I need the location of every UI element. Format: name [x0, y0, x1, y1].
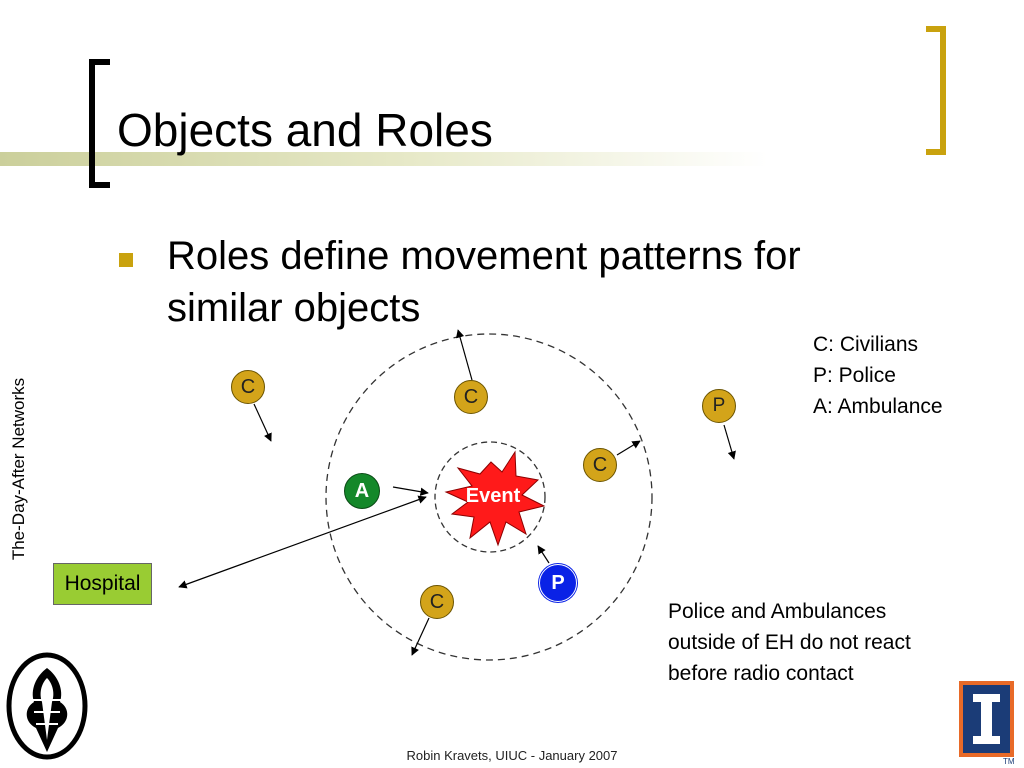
- note-text: Police and Ambulances outside of EH do n…: [668, 596, 988, 689]
- note-line-2: outside of EH do not react: [668, 631, 911, 654]
- arrow-civ4-down: [411, 617, 430, 656]
- footer-credit: Robin Kravets, UIUC - January 2007: [406, 748, 618, 763]
- arrow-ambulance-to-event: [392, 486, 429, 496]
- bullet-square-icon: [119, 253, 133, 267]
- event-label: Event: [465, 485, 521, 507]
- civilian-node-1: C: [231, 370, 265, 404]
- legend-line-civilians: C: Civilians: [813, 333, 919, 356]
- arrow-civ2-up: [455, 329, 473, 381]
- legend-line-ambulance: A: Ambulance: [813, 395, 943, 418]
- police-node-inside: P: [539, 564, 577, 602]
- slide-title: Objects and Roles: [117, 104, 493, 156]
- note-line-1: Police and Ambulances: [668, 600, 887, 623]
- bullet-text: Roles define movement patterns for simil…: [167, 234, 801, 330]
- hospital-label: Hospital: [64, 572, 141, 595]
- illinois-i-logo-icon: TM: [959, 681, 1015, 766]
- civilian-node-4: C: [420, 585, 454, 619]
- side-vertical-label: The-Day-After Networks: [4, 363, 34, 575]
- civilian-node-3: C: [583, 448, 617, 482]
- arrow-civ1-down: [253, 403, 272, 442]
- svg-text:TM: TM: [1003, 757, 1015, 766]
- arrow-police-out-down: [723, 424, 736, 460]
- police-node-outside: P: [702, 389, 736, 423]
- event-burst-icon: [444, 450, 546, 547]
- title-right-bracket-icon: [926, 26, 946, 155]
- ambulance-node: A: [344, 473, 380, 509]
- arrow-police-in-to-event: [537, 545, 550, 564]
- arrow-event-to-hospital: [178, 495, 427, 589]
- arrow-civ3-right: [616, 440, 641, 456]
- title-left-bracket: [89, 59, 110, 188]
- legend-line-police: P: Police: [813, 364, 896, 387]
- phoenix-emblem-icon: [6, 652, 88, 760]
- legend: C: Civilians P: Police A: Ambulance: [813, 329, 943, 422]
- civilian-node-2: C: [454, 380, 488, 414]
- inner-dashed-circle: [434, 441, 546, 553]
- note-line-3: before radio contact: [668, 662, 854, 685]
- outer-dashed-circle: [325, 333, 653, 661]
- title-underline-band: [0, 152, 1024, 166]
- hospital-box: Hospital: [53, 563, 152, 605]
- side-label-text: The-Day-After Networks: [9, 377, 29, 561]
